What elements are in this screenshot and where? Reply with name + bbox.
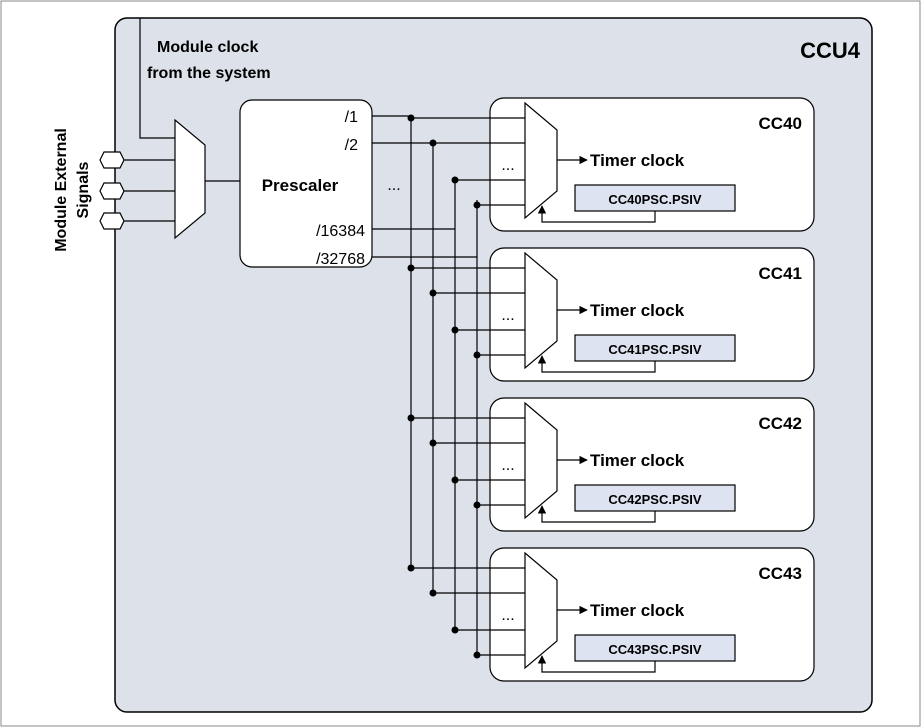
junction-dot (407, 264, 415, 272)
external-pin (99, 212, 175, 230)
timer-clock-label: Timer clock (590, 301, 685, 320)
clock-select-multiplexer (524, 551, 558, 670)
timer-clock-label: Timer clock (590, 151, 685, 170)
prescaler-box (239, 99, 373, 268)
module-clock-label-line1: Module clock (157, 39, 258, 56)
junction-dot (473, 351, 481, 359)
prescaler-label: Prescaler (262, 176, 339, 195)
prescaler-ellipsis: ... (387, 177, 400, 194)
external-pin (99, 151, 175, 169)
module-clock-label-line2: from the system (147, 65, 271, 82)
cc-unit-name: CC41 (759, 264, 802, 283)
junction-dot (451, 176, 459, 184)
mux-select-line (537, 655, 656, 673)
external-signals-label-line1: Module External (53, 128, 70, 252)
junction-dot (429, 589, 437, 597)
prescaler-output-div32768: /32768 (316, 251, 365, 268)
psiv-register-box (574, 334, 736, 362)
junction-dot (451, 476, 459, 484)
junction-dot (429, 139, 437, 147)
psiv-register-label: CC43PSC.PSIV (608, 642, 702, 657)
psiv-register-label: CC40PSC.PSIV (608, 192, 702, 207)
junction-dot (407, 414, 415, 422)
timer-clock-label: Timer clock (590, 451, 685, 470)
input-multiplexer (174, 118, 206, 240)
junction-dot (407, 114, 415, 122)
prescaler-output-div1: /1 (345, 109, 358, 126)
psiv-register-box (574, 184, 736, 212)
timer-clock-label: Timer clock (590, 601, 685, 620)
mux-ellipsis: ... (501, 157, 514, 174)
cc-unit-name: CC43 (759, 564, 802, 583)
junction-dot (473, 501, 481, 509)
mux-ellipsis: ... (501, 457, 514, 474)
junction-dot (451, 626, 459, 634)
external-pin (99, 182, 175, 200)
module-clock-line (139, 18, 175, 139)
clock-select-multiplexer (524, 251, 558, 370)
junction-dot (451, 326, 459, 334)
psiv-register-label: CC41PSC.PSIV (608, 342, 702, 357)
mux-select-line (537, 205, 656, 223)
junction-dot (429, 289, 437, 297)
clock-select-multiplexer (524, 401, 558, 520)
junction-dot (473, 201, 481, 209)
cc-unit-name: CC42 (759, 414, 802, 433)
cc-units: CC40...Timer clockCC40PSC.PSIVCC41...Tim… (407, 97, 815, 682)
junction-dot (407, 564, 415, 572)
external-signals-label-line2: Signals (75, 161, 92, 218)
ccu4-title: CCU4 (800, 38, 861, 63)
psiv-register-label: CC42PSC.PSIV (608, 492, 702, 507)
mux-select-line (537, 355, 656, 373)
prescaler-output-div2: /2 (345, 137, 358, 154)
mux-ellipsis: ... (501, 607, 514, 624)
cc-unit-name: CC40 (759, 114, 802, 133)
prescaler-output-div16384: /16384 (316, 223, 365, 240)
junction-dot (473, 651, 481, 659)
clock-select-multiplexer (524, 101, 558, 220)
mux-ellipsis: ... (501, 307, 514, 324)
mux-select-line (537, 505, 656, 523)
junction-dot (429, 439, 437, 447)
